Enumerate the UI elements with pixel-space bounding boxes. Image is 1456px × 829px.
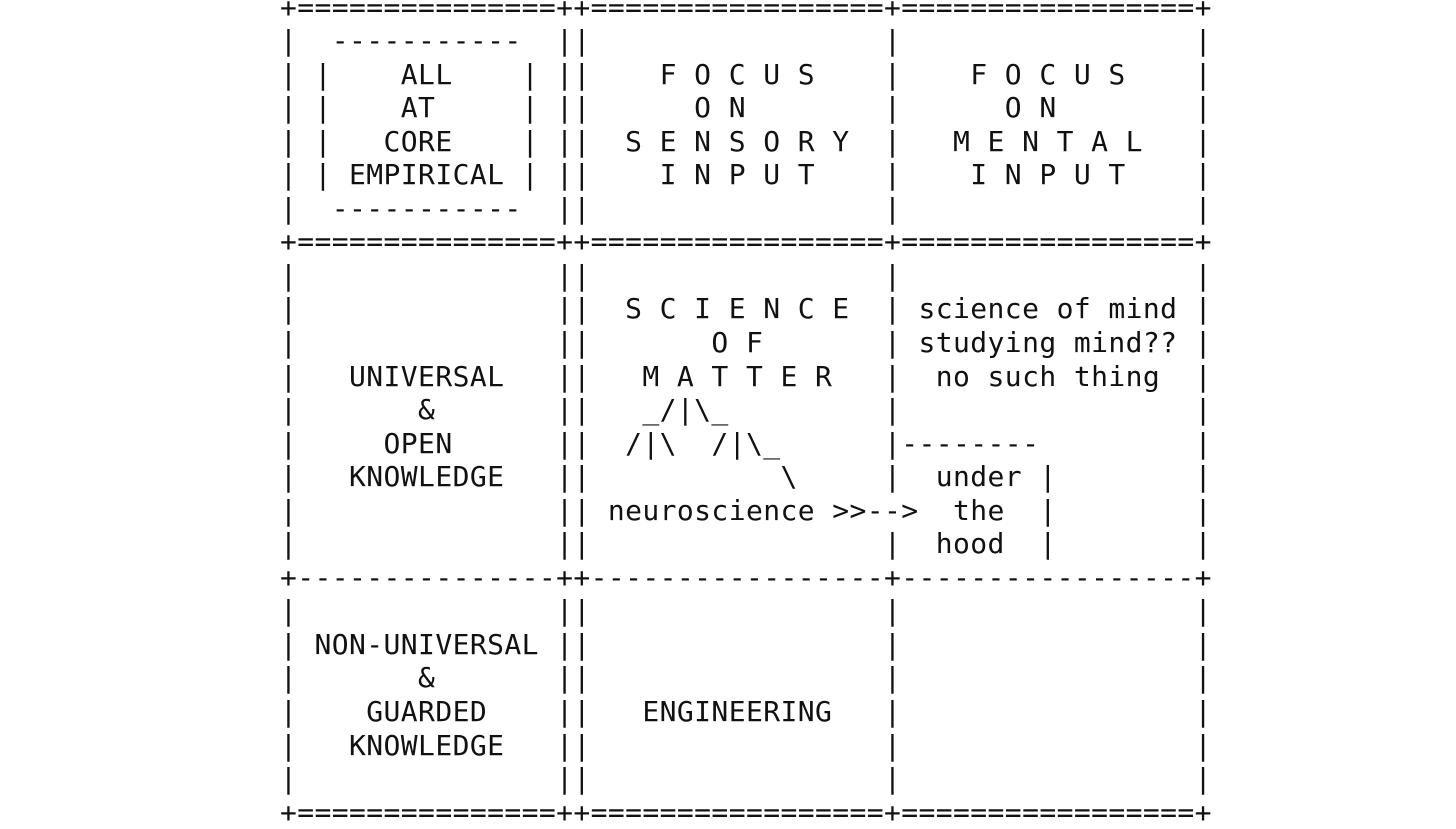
diagram-line-row-universal: | UNIVERSAL || M A T T E R | no such thi…	[280, 359, 1212, 393]
diagram-line-header: | ----------- || | |	[280, 24, 1212, 58]
diagram-line-row-guarded: | NON-UNIVERSAL || | |	[280, 627, 1212, 661]
diagram-line-border-divider: +---------------++-----------------+----…	[280, 560, 1212, 594]
diagram-line-row-universal: | || | hood | |	[280, 527, 1212, 561]
diagram-line-border-mid: +===============++=================+====…	[280, 225, 1212, 259]
diagram-line-row-universal: | OPEN || /|\ /|\_ |-------- |	[280, 426, 1212, 460]
diagram-line-row-universal: | KNOWLEDGE || \ | under | |	[280, 460, 1212, 494]
diagram-line-row-universal: | & || _/|\_ | |	[280, 393, 1212, 427]
diagram-line-border-bottom: +===============++=================+====…	[280, 795, 1212, 829]
ascii-knowledge-diagram: +===============++=================+====…	[280, 0, 1212, 829]
diagram-line-row-guarded: | KNOWLEDGE || | |	[280, 728, 1212, 762]
diagram-line-header: | | CORE | || S E N S O R Y | M E N T A …	[280, 124, 1212, 158]
diagram-line-header: | | ALL | || F O C U S | F O C U S |	[280, 57, 1212, 91]
diagram-line-row-guarded: | GUARDED || ENGINEERING | |	[280, 694, 1212, 728]
diagram-line-row-guarded: | & || | |	[280, 661, 1212, 695]
diagram-line-row-guarded: | || | |	[280, 762, 1212, 796]
diagram-line-border-top: +===============++=================+====…	[280, 0, 1212, 24]
diagram-line-header: | ----------- || | |	[280, 191, 1212, 225]
diagram-line-row-universal: | || S C I E N C E | science of mind |	[280, 292, 1212, 326]
diagram-line-row-universal: | || O F | studying mind?? |	[280, 325, 1212, 359]
diagram-line-row-universal: | || neuroscience >>--> the | |	[280, 493, 1212, 527]
diagram-line-header: | | AT | || O N | O N |	[280, 91, 1212, 125]
diagram-line-header: | | EMPIRICAL | || I N P U T | I N P U T…	[280, 158, 1212, 192]
diagram-line-row-universal: | || | |	[280, 258, 1212, 292]
diagram-line-row-guarded: | || | |	[280, 594, 1212, 628]
